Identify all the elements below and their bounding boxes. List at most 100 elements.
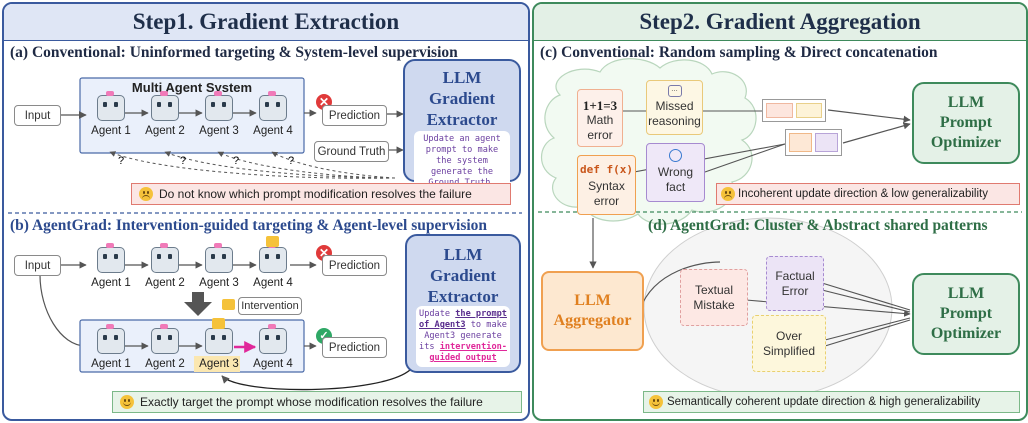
robot-icon: [205, 243, 233, 273]
llm-title-line: LLM: [442, 68, 482, 87]
speech-bubble-icon: [212, 318, 225, 329]
agent-b2: Agent 2: [140, 243, 190, 291]
chat-bubble-icon: …: [667, 85, 682, 97]
question-mark: ?: [288, 155, 295, 167]
question-mark: ?: [180, 155, 187, 167]
section-c-title: (c) Conventional: Random sampling & Dire…: [540, 44, 938, 61]
agent-c2: Agent 2: [140, 324, 190, 372]
concat-chunk: [766, 103, 793, 118]
missed-reasoning-label: Missed reasoning: [648, 99, 701, 128]
section-a-title: (a) Conventional: Uninformed targeting &…: [10, 44, 458, 61]
syntax-error-label: Syntax error: [588, 179, 625, 208]
smile-face-icon: [120, 395, 134, 409]
robot-icon: [259, 324, 287, 354]
speech-bubble-icon: [266, 236, 279, 247]
optimizer-line: LLM: [947, 285, 985, 302]
concat-block-1: [762, 99, 826, 122]
robot-icon: [97, 324, 125, 354]
llm-gradient-extractor-a: LLM Gradient Extractor Update an agent p…: [403, 59, 521, 192]
robot-icon: [205, 324, 233, 354]
question-mark: ?: [118, 155, 125, 167]
agent-label: Agent 3: [199, 358, 239, 370]
agent-b4: Agent 4: [248, 243, 298, 291]
math-expression: 1+1=3: [582, 98, 618, 113]
cluster-factual-error: Factual Error: [766, 256, 824, 311]
step2-panel: Step2. Gradient Aggregation: [532, 2, 1028, 421]
input-box-a: Input: [14, 105, 61, 126]
cluster-over-simplified: Over Simplified: [752, 315, 826, 372]
optimizer-line: Optimizer: [930, 325, 1002, 342]
llm-prompt-optimizer-c: LLM Prompt Optimizer: [912, 82, 1020, 164]
agent-label: Agent 3: [199, 277, 239, 289]
prediction-box-b: Prediction: [322, 255, 387, 276]
agent-c4: Agent 4: [248, 324, 298, 372]
llm-title-line: Extractor: [427, 287, 499, 306]
sad-face-icon: [721, 187, 735, 201]
note-b-part2: the prompt of Agent3: [419, 309, 507, 330]
ground-truth-box: Ground Truth: [314, 141, 389, 162]
agent-label: Agent 2: [145, 125, 185, 137]
agent-a4: Agent 4: [248, 91, 298, 139]
llm-note-b: Update the prompt of Agent3 to make Agen…: [416, 306, 510, 367]
agent-label: Agent 1: [91, 277, 131, 289]
llm-aggregator: LLM Aggregator: [541, 271, 644, 351]
banner-c-text: Incoherent update direction & low genera…: [738, 188, 988, 200]
cluster-textual-label: Textual Mistake: [693, 282, 735, 312]
agent-c3: Agent 3: [194, 324, 244, 372]
banner-d: Semantically coherent update direction &…: [643, 391, 1020, 413]
llm-title-line: Extractor: [426, 110, 498, 129]
cluster-textual-mistake: Textual Mistake: [680, 269, 748, 326]
prediction-box-c: Prediction: [322, 337, 387, 358]
robot-icon: [151, 91, 179, 121]
concat-block-2: [785, 129, 842, 156]
agent-a1: Agent 1: [86, 91, 136, 139]
speech-bubble-icon: [222, 299, 235, 310]
note-b-part4: intervention-guided output: [429, 342, 507, 363]
agent-label: Agent 3: [199, 125, 239, 137]
globe-icon: [669, 149, 682, 162]
llm-title-line: LLM: [443, 245, 483, 264]
optimizer-line: Optimizer: [930, 134, 1002, 151]
agent-c1: Agent 1: [86, 324, 136, 372]
section-d-title: (d) AgentGrad: Cluster & Abstract shared…: [648, 217, 988, 234]
prediction-box-a: Prediction: [322, 105, 387, 126]
note-b-part1: Update: [419, 309, 456, 319]
note-b-part3: to make Agent3 generate its: [419, 320, 507, 352]
optimizer-line: Prompt: [939, 305, 993, 322]
banner-a-text: Do not know which prompt modification re…: [159, 187, 472, 201]
step1-title: Step1. Gradient Extraction: [132, 9, 400, 34]
banner-a: Do not know which prompt modification re…: [131, 183, 511, 205]
agent3-highlight: [194, 356, 240, 372]
agent-label: Agent 4: [253, 277, 293, 289]
agent-b3: Agent 3: [194, 243, 244, 291]
aggregator-line: Aggregator: [553, 312, 632, 329]
robot-icon: [97, 243, 125, 273]
math-error-label: Math error: [586, 113, 614, 142]
agent-label: Agent 4: [253, 125, 293, 137]
cluster-factual-label: Factual Error: [775, 268, 815, 298]
banner-c: Incoherent update direction & low genera…: [716, 183, 1020, 205]
banner-b-text: Exactly target the prompt whose modifica…: [140, 395, 483, 409]
robot-icon: [151, 324, 179, 354]
llm-title-line: Gradient: [428, 89, 496, 108]
agent-label: Agent 2: [145, 358, 185, 370]
agent-a2: Agent 2: [140, 91, 190, 139]
robot-icon: [205, 91, 233, 121]
sad-face-icon: [139, 187, 153, 201]
optimizer-line: LLM: [947, 94, 985, 111]
aggregator-line: LLM: [574, 292, 611, 309]
missed-reasoning-card: … Missed reasoning: [646, 80, 703, 135]
banner-b: Exactly target the prompt whose modifica…: [112, 391, 522, 413]
llm-gradient-extractor-b: LLM Gradient Extractor Update the prompt…: [405, 234, 521, 373]
syntax-error-card: def f(x) Syntax error: [577, 155, 636, 215]
agent-label: Agent 4: [253, 358, 293, 370]
wrong-fact-card: Wrong fact: [646, 143, 705, 202]
optimizer-line: Prompt: [939, 114, 993, 131]
llm-prompt-optimizer-d: LLM Prompt Optimizer: [912, 273, 1020, 355]
concat-chunk: [815, 133, 838, 152]
concat-chunk: [789, 133, 812, 152]
agent-b1: Agent 1: [86, 243, 136, 291]
math-error-card: 1+1=3 Math error: [577, 89, 623, 147]
smile-face-icon: [649, 395, 663, 409]
